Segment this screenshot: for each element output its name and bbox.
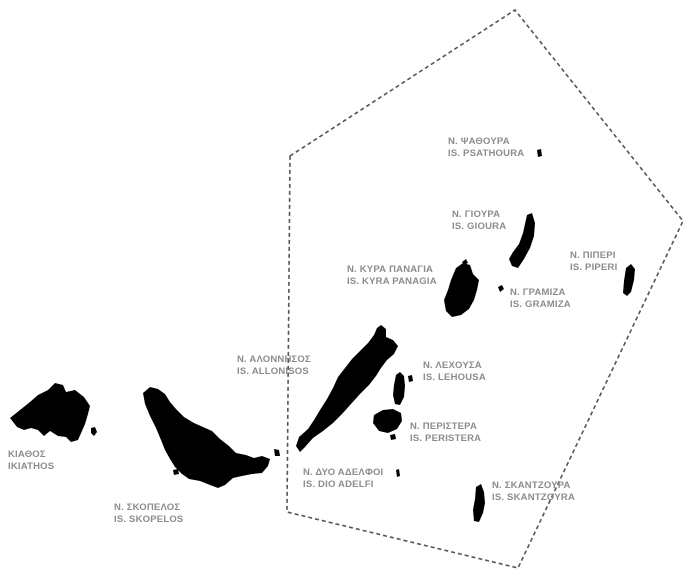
islet-dio-adelfi: [396, 469, 400, 477]
label-skantzoura-latin: IS. SKANTZOYRA: [492, 491, 576, 503]
island-skopelos: [143, 387, 270, 488]
label-psathoura-latin: IS. PSATHOURA: [448, 147, 525, 159]
label-skiathos: ΚΙΑΘΟΣ IKIATHOS: [8, 449, 54, 472]
islet-kyra-panagia-north: [462, 259, 468, 265]
label-skopelos-greek: Ν. ΣΚΟΠΕΛΟΣ: [114, 502, 181, 513]
label-skiathos-greek: ΚΙΑΘΟΣ: [8, 449, 46, 460]
label-lehousa: Ν. ΛΕΧΟΥΣΑ IS. LEHOUSA: [423, 360, 486, 383]
label-alonnisos-greek: Ν. ΑΛΟΝΝΗΣΟΣ: [237, 354, 311, 365]
label-kyra-panagia-latin: IS. KYRA PANAGIA: [347, 275, 437, 287]
label-skopelos-latin: IS. SKOPELOS: [114, 513, 184, 525]
island-kyra-panagia: [444, 263, 479, 317]
label-skiathos-latin: IKIATHOS: [8, 460, 55, 472]
island-peristera: [373, 409, 402, 433]
label-skantzoura: Ν. ΣΚΑΝΤΖΟΥΡΑ IS. SKANTZOYRA: [492, 480, 575, 503]
marine-park-boundary: [286, 8, 684, 569]
label-gioura-greek: Ν. ΓΙΟΥΡΑ: [452, 209, 501, 220]
islet-psathoura: [537, 149, 542, 157]
label-gioura: Ν. ΓΙΟΥΡΑ IS. GIOURA: [452, 209, 506, 232]
label-alonnisos: Ν. ΑΛΟΝΝΗΣΟΣ IS. ALLONISOS: [237, 354, 311, 377]
label-kyra-panagia-greek: Ν. ΚΥΡΑ ΠΑΝΑΓΙΑ: [347, 264, 434, 275]
label-lehousa-latin: IS. LEHOUSA: [423, 371, 486, 383]
label-kyra-panagia: Ν. ΚΥΡΑ ΠΑΝΑΓΙΑ IS. KYRA PANAGIA: [347, 264, 437, 287]
islet-skopelos-east: [274, 449, 280, 456]
label-dio-adelfi-latin: IS. DIO ADELFI: [303, 478, 374, 490]
islet-lehousa-small: [408, 375, 413, 382]
label-gioura-latin: IS. GIOURA: [452, 220, 507, 232]
label-gramiza: Ν. ΓΡΑΜΙΖΑ IS. GRAMIZA: [510, 287, 571, 310]
island-gioura: [509, 213, 535, 268]
islet-gramiza: [498, 285, 504, 292]
label-psathoura-greek: Ν. ΨΑΘΟΥΡΑ: [448, 136, 510, 147]
island-piperi: [623, 264, 635, 296]
label-dio-adelfi-greek: Ν. ΔΥΟ ΑΔΕΛΦΟΙ: [303, 467, 384, 478]
label-skopelos: Ν. ΣΚΟΠΕΛΟΣ IS. SKOPELOS: [114, 502, 183, 525]
islet-skopelos-west: [173, 469, 179, 475]
label-piperi-greek: Ν. ΠΙΠΕΡΙ: [570, 250, 616, 261]
label-peristera-greek: Ν. ΠΕΡΙΣΤΕΡΑ: [410, 421, 478, 432]
label-piperi-latin: IS. PIPERI: [570, 261, 618, 273]
label-alonnisos-latin: IS. ALLONISOS: [237, 365, 309, 377]
islet-skiathos-east: [91, 427, 97, 436]
island-lehousa: [393, 372, 405, 405]
island-skiathos: [10, 383, 90, 442]
label-gramiza-latin: IS. GRAMIZA: [510, 298, 571, 310]
label-skantzoura-greek: Ν. ΣΚΑΝΤΖΟΥΡΑ: [492, 480, 571, 491]
label-dio-adelfi: Ν. ΔΥΟ ΑΔΕΛΦΟΙ IS. DIO ADELFI: [303, 467, 383, 490]
island-alonnisos: [296, 325, 398, 452]
label-piperi: Ν. ΠΙΠΕΡΙ IS. PIPERI: [570, 250, 617, 273]
label-gramiza-greek: Ν. ΓΡΑΜΙΖΑ: [510, 287, 566, 298]
label-lehousa-greek: Ν. ΛΕΧΟΥΣΑ: [423, 360, 482, 371]
islet-peristera-small: [390, 434, 396, 440]
label-peristera: Ν. ΠΕΡΙΣΤΕΡΑ IS. PERISTERA: [410, 421, 481, 444]
island-skantzoura: [473, 484, 485, 522]
label-psathoura: Ν. ΨΑΘΟΥΡΑ IS. PSATHOURA: [448, 136, 524, 159]
label-peristera-latin: IS. PERISTERA: [410, 432, 482, 444]
